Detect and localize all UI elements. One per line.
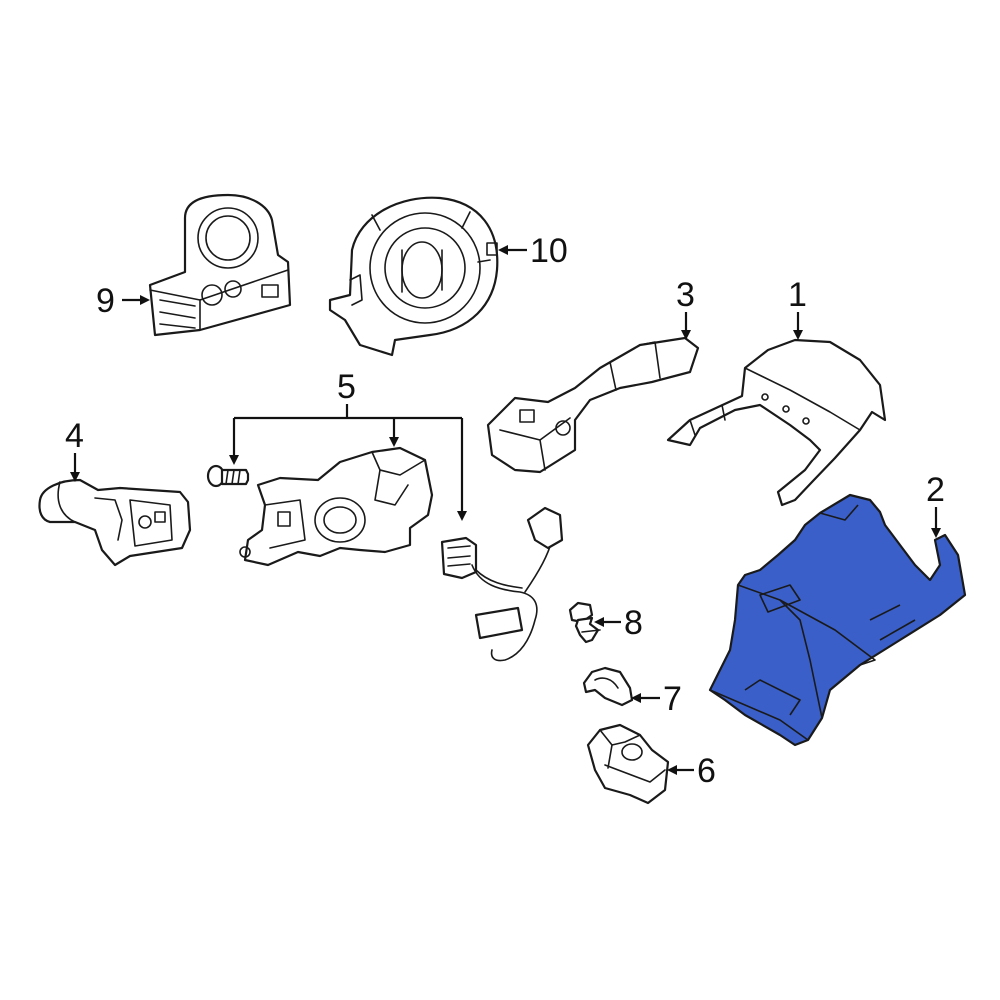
callout-8: 8 [624,604,643,642]
part-5-wire-harness[interactable] [440,506,564,662]
part-6-lock-housing[interactable] [586,723,670,805]
part-3-wiper-switch[interactable] [486,336,700,474]
callout-2: 2 [926,471,945,509]
part-7-bracket[interactable] [582,666,634,707]
callout-5: 5 [337,368,356,406]
callout-3: 3 [676,276,695,314]
callout-1: 1 [788,276,807,314]
part-9-sensor-module[interactable] [148,193,292,337]
callout-4: 4 [65,417,84,455]
part-2-lower-cover[interactable] [708,493,967,747]
part-1-upper-cover[interactable] [666,338,887,507]
callout-6: 6 [697,752,716,790]
part-5-switch-body[interactable] [239,446,434,567]
part-5-screw[interactable] [206,464,250,488]
part-10-clock-spring[interactable] [328,196,499,357]
part-8-bolt[interactable] [568,601,601,644]
callout-7: 7 [663,680,682,718]
callout-10: 10 [530,232,568,270]
leader-lines [70,245,941,775]
part-4-turn-signal-switch[interactable] [38,478,192,567]
callout-9: 9 [96,282,115,320]
